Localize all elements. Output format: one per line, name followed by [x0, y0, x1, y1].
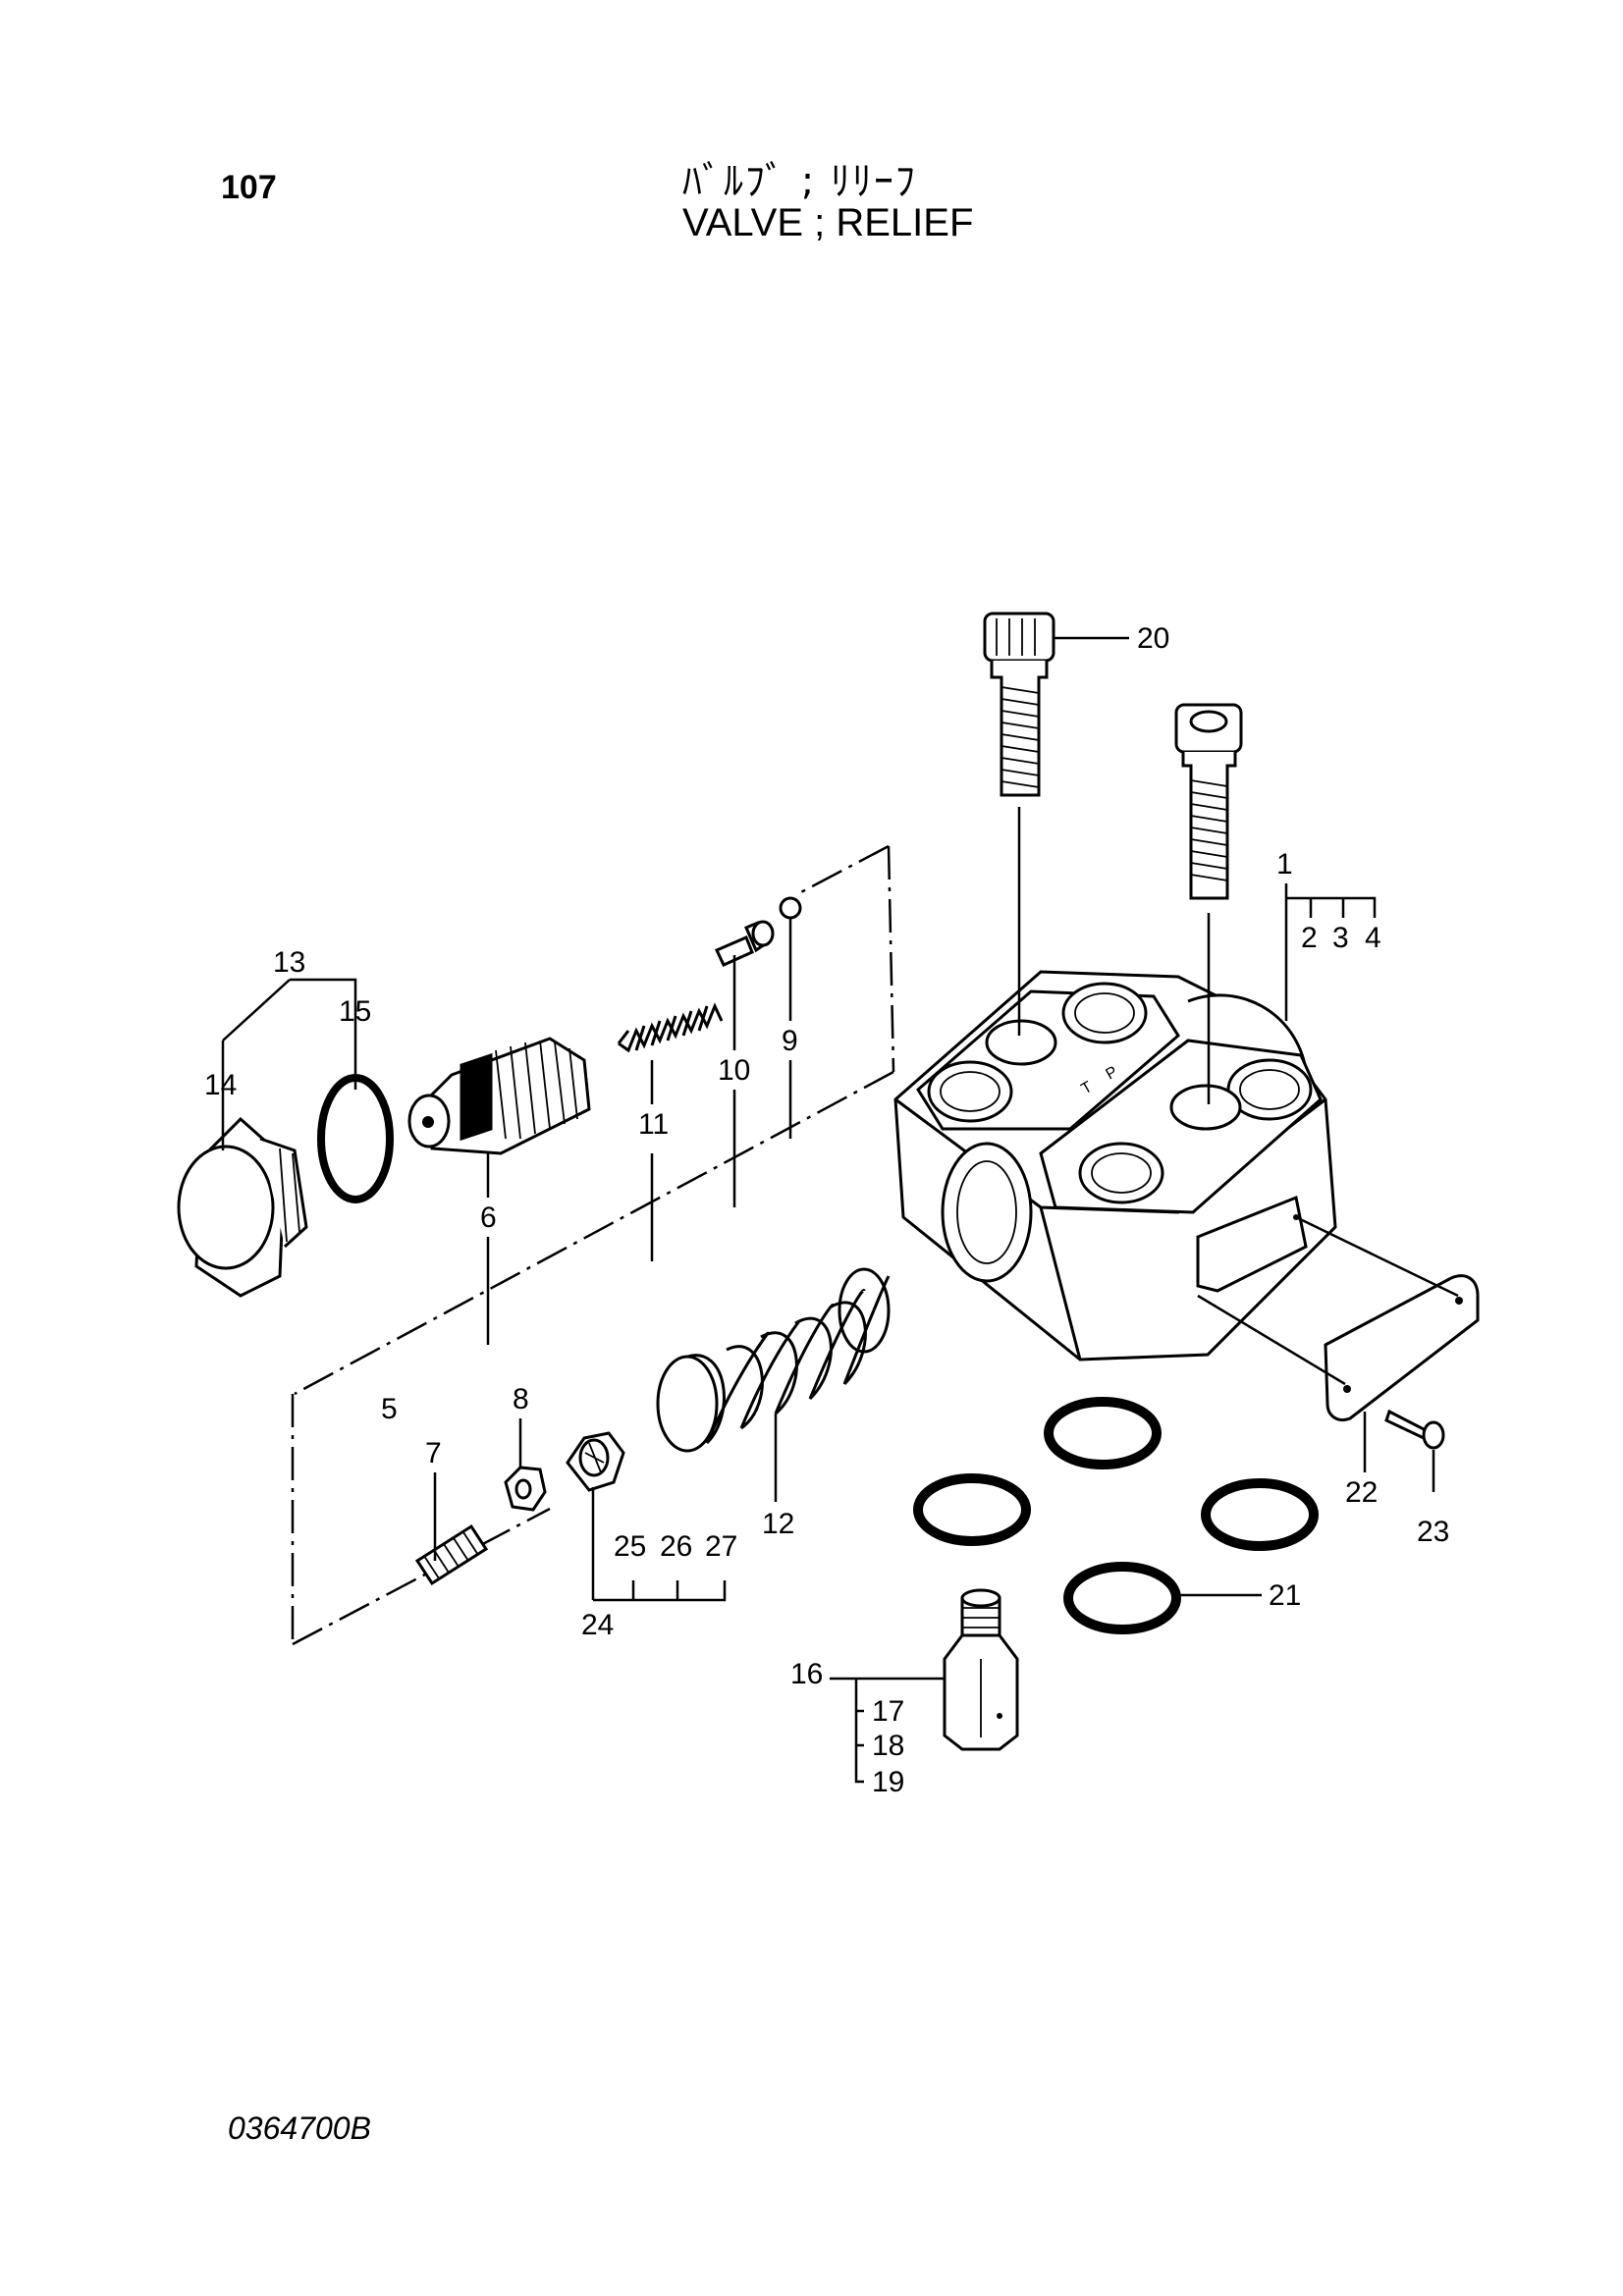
- callout-22: 22: [1345, 1476, 1378, 1509]
- callout-10: 10: [718, 1054, 750, 1087]
- callout-12: 12: [762, 1508, 794, 1540]
- callout-4: 4: [1365, 922, 1381, 954]
- callout-3: 3: [1332, 922, 1349, 954]
- sleeve-part-6: [407, 1037, 591, 1155]
- page-number: 107: [221, 169, 277, 206]
- fitting-part-16: [943, 1588, 1019, 1751]
- o-ring-part-15: [317, 1074, 394, 1203]
- cap-screw-part-20-a: [983, 612, 1055, 797]
- callout-5: 5: [381, 1393, 398, 1425]
- callout-24: 24: [581, 1609, 614, 1641]
- callout-2: 2: [1301, 922, 1318, 954]
- title-japanese: ﾊﾞﾙﾌﾞ ; ﾘﾘｰﾌ: [682, 159, 917, 204]
- callout-13: 13: [273, 946, 305, 979]
- callout-18: 18: [872, 1730, 904, 1762]
- set-screw-part-7: [414, 1523, 489, 1586]
- callout-14: 14: [204, 1069, 237, 1101]
- callout-27: 27: [705, 1530, 737, 1563]
- plug-part-14: [177, 1116, 308, 1298]
- callout-11: 11: [638, 1108, 669, 1141]
- callout-21: 21: [1269, 1579, 1301, 1612]
- callout-15: 15: [339, 995, 371, 1028]
- screw-part-23: [1384, 1409, 1445, 1450]
- callout-8: 8: [513, 1383, 529, 1415]
- valve-body-part-1: T P: [893, 970, 1337, 1362]
- lock-nut-part-24: [566, 1431, 625, 1492]
- callout-labels: 13 15 14 6 11 10 9 5 8 7 12 25 26 27 24 …: [204, 622, 1449, 1798]
- callout-26: 26: [660, 1530, 692, 1563]
- cap-screw-part-20-b: [1174, 703, 1243, 900]
- ball-part-9: [779, 896, 802, 920]
- o-rings-part-21: [913, 1397, 1319, 1634]
- callout-20: 20: [1137, 622, 1169, 655]
- pin-part-10: [714, 920, 775, 967]
- callout-25: 25: [614, 1530, 646, 1563]
- drawing-code: 0364700B: [228, 2110, 371, 2146]
- callout-7: 7: [425, 1437, 442, 1469]
- title-english: VALVE ; RELIEF: [682, 201, 974, 244]
- callout-19: 19: [872, 1766, 904, 1798]
- callout-6: 6: [480, 1201, 497, 1234]
- cover-plate-part-22: [1324, 1274, 1480, 1421]
- callout-17: 17: [872, 1695, 904, 1728]
- callout-9: 9: [782, 1025, 798, 1057]
- cartridge-group-outline: [291, 844, 895, 1646]
- large-spring-part-12: [656, 1267, 891, 1453]
- callout-23: 23: [1417, 1516, 1449, 1548]
- callout-1: 1: [1276, 848, 1293, 881]
- nut-part-8: [504, 1466, 547, 1512]
- callout-16: 16: [790, 1658, 823, 1690]
- leader-lines: [221, 636, 1459, 1784]
- small-spring-part-11: [617, 1002, 724, 1053]
